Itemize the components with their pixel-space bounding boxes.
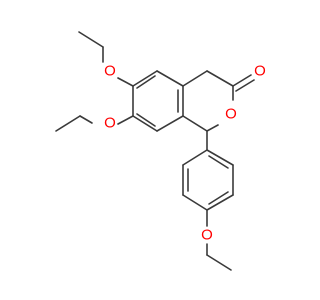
bond-carbonyl: [235, 79, 255, 92]
atom-label-o-ring: O: [225, 106, 237, 123]
atom-label-o-ether-6: O: [104, 63, 116, 80]
bond: [206, 149, 234, 166]
atom-label-o-carbonyl: O: [254, 63, 266, 80]
bond: [55, 115, 81, 132]
bond-double-inner: [208, 191, 229, 205]
bond: [182, 115, 208, 132]
atom-label-o-ether-para: O: [201, 227, 213, 244]
oxygen-atom-labels: O O O O O: [104, 63, 266, 244]
bond: [156, 115, 184, 132]
bond-carbonyl: [232, 74, 252, 87]
bond: [206, 194, 234, 211]
bond: [206, 70, 234, 87]
bond: [79, 115, 93, 124]
bond-double-inner: [208, 155, 229, 169]
bond-double-inner: [136, 113, 156, 127]
bond: [117, 77, 134, 87]
bond: [132, 115, 158, 132]
atom-label-o-ether-7: O: [104, 115, 116, 132]
bond: [132, 70, 158, 87]
bond: [182, 194, 208, 211]
bond: [206, 124, 219, 132]
bond: [182, 149, 208, 166]
molecule-structure-diagram: O O O O O: [0, 0, 300, 300]
bond: [78, 31, 104, 48]
bond-double-inner: [136, 75, 156, 89]
bond-lines: [55, 31, 255, 271]
bond: [206, 254, 232, 271]
bond: [117, 115, 134, 125]
bond: [182, 70, 208, 87]
bond: [156, 70, 184, 87]
canvas-background: [0, 0, 300, 300]
